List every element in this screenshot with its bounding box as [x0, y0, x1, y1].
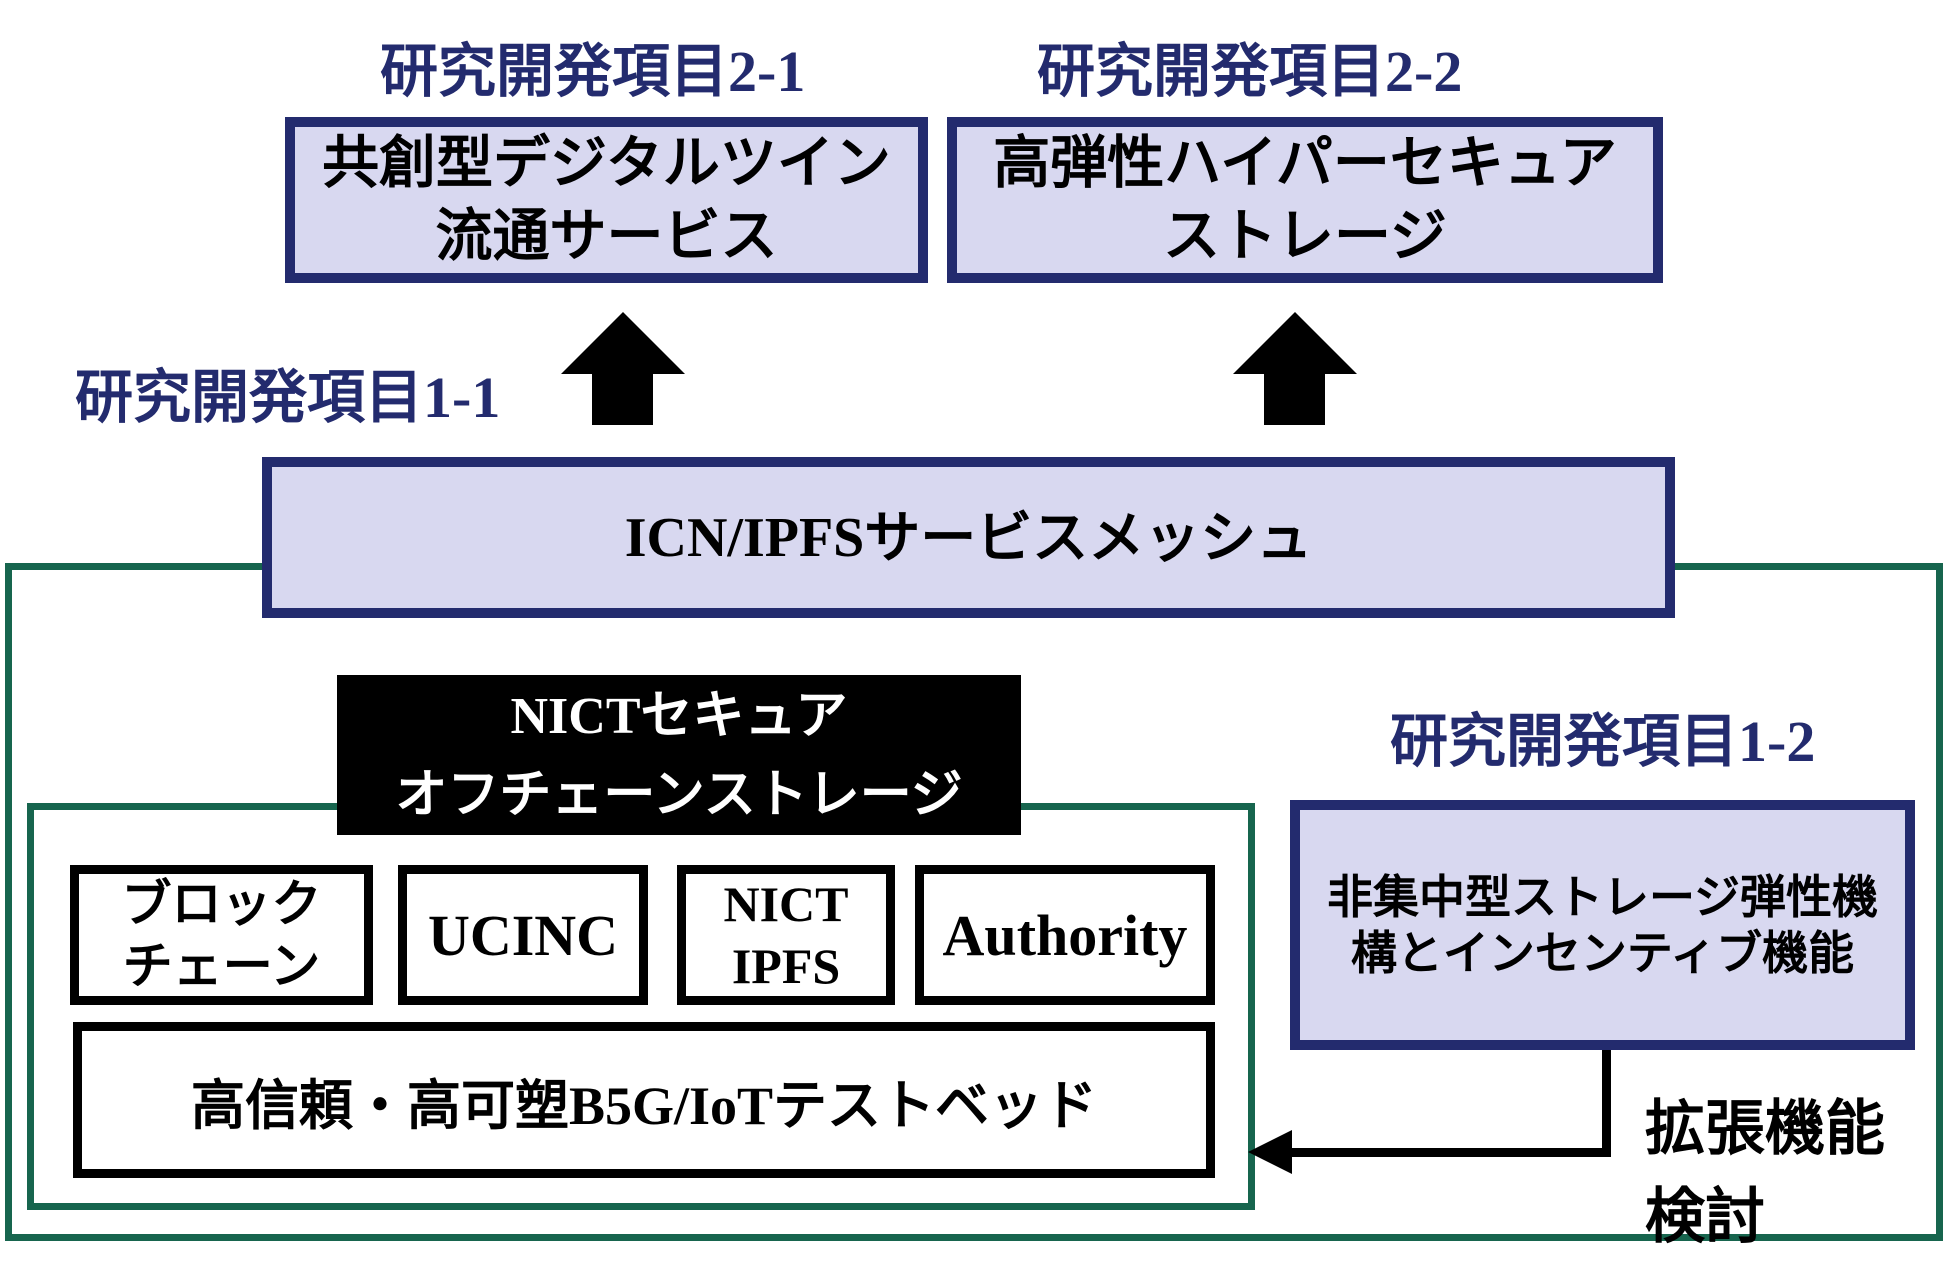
blockchain-line2: チェーン — [122, 938, 321, 994]
resilient-line1: 高弾性ハイパーセキュア — [993, 131, 1617, 195]
ucinc-label: UCINC — [427, 902, 619, 968]
label-1-1-jp: 研究開発項目 — [75, 365, 424, 430]
label-2-1-num: 2-1 — [728, 39, 806, 104]
label-2-2-jp: 研究開発項目 — [1037, 39, 1386, 104]
testbed-jp2: テストベッド — [773, 1075, 1098, 1136]
box-nict-ipfs: NICT IPFS — [677, 865, 895, 1005]
authority-label: Authority — [942, 902, 1188, 968]
box-authority: Authority — [915, 865, 1215, 1005]
label-extension-note: 拡張機能 検討 — [1645, 1085, 1885, 1261]
box-resilient-hypersecure-storage: 高弾性ハイパーセキュア ストレージ — [947, 117, 1663, 283]
box-nict-secure-offchain-storage: NICTセキュア オフチェーンストレージ — [337, 675, 1021, 835]
label-2-1-jp: 研究開発項目 — [380, 39, 729, 104]
up-arrow-stem-right — [1264, 368, 1325, 425]
label-1-1-num: 1-1 — [423, 365, 501, 430]
decentralized-line1: 非集中型ストレージ弾性機 — [1326, 871, 1879, 923]
box-decentralized-storage-resilience: 非集中型ストレージ弾性機 構とインセンティブ機能 — [1290, 800, 1915, 1050]
nict-secure-line1-latin: NICT — [510, 687, 641, 745]
nict-secure-line2: オフチェーンストレージ — [395, 765, 963, 824]
left-arrowhead-icon — [1248, 1130, 1292, 1174]
up-arrow-icon-left — [561, 312, 685, 374]
label-2-2-num: 2-2 — [1385, 39, 1463, 104]
label-research-item-1-2: 研究開発項目1-2 — [1390, 712, 1815, 772]
cocreation-line2: 流通サービス — [435, 204, 778, 268]
label-1-2-num: 1-2 — [1738, 709, 1816, 774]
blockchain-line1: ブロック — [121, 876, 322, 932]
decentralized-line2: 構とインセンティブ機能 — [1350, 927, 1855, 979]
elbow-connector-vertical — [1602, 1050, 1611, 1156]
up-arrow-stem-left — [592, 368, 653, 425]
nict-ipfs-line1: NICT — [723, 876, 849, 932]
extension-note-line2: 検討 — [1645, 1183, 1765, 1250]
box-cocreation-digital-twin-service: 共創型デジタルツイン 流通サービス — [285, 117, 928, 283]
testbed-label: 高信頼・高可塑B5G/IoTテストベッド — [191, 1061, 1097, 1140]
box-blockchain: ブロック チェーン — [70, 865, 373, 1005]
up-arrow-icon-right — [1233, 312, 1357, 374]
cocreation-line1: 共創型デジタルツイン — [322, 131, 891, 195]
box-ucinc: UCINC — [398, 865, 648, 1005]
nict-secure-line1: NICTセキュア — [511, 677, 848, 756]
nict-secure-line1-jp: セキュア — [640, 686, 848, 745]
elbow-connector-horizontal — [1270, 1148, 1611, 1157]
testbed-latin: B5G/IoT — [568, 1075, 774, 1136]
label-research-item-2-1: 研究開発項目2-1 — [380, 42, 805, 102]
box-b5g-iot-testbed: 高信頼・高可塑B5G/IoTテストベッド — [73, 1022, 1215, 1178]
resilient-line2: ストレージ — [1163, 204, 1447, 268]
label-research-item-2-2: 研究開発項目2-2 — [1037, 42, 1462, 102]
testbed-jp1: 高信頼・高可塑 — [190, 1075, 569, 1136]
extension-note-line1: 拡張機能 — [1645, 1095, 1885, 1162]
label-research-item-1-1: 研究開発項目1-1 — [75, 368, 500, 428]
icn-latin-text: ICN/IPFS — [624, 506, 865, 569]
label-1-2-jp: 研究開発項目 — [1390, 709, 1739, 774]
nict-ipfs-line2: IPFS — [731, 938, 841, 994]
icn-jp-text: サービスメッシュ — [864, 505, 1313, 569]
